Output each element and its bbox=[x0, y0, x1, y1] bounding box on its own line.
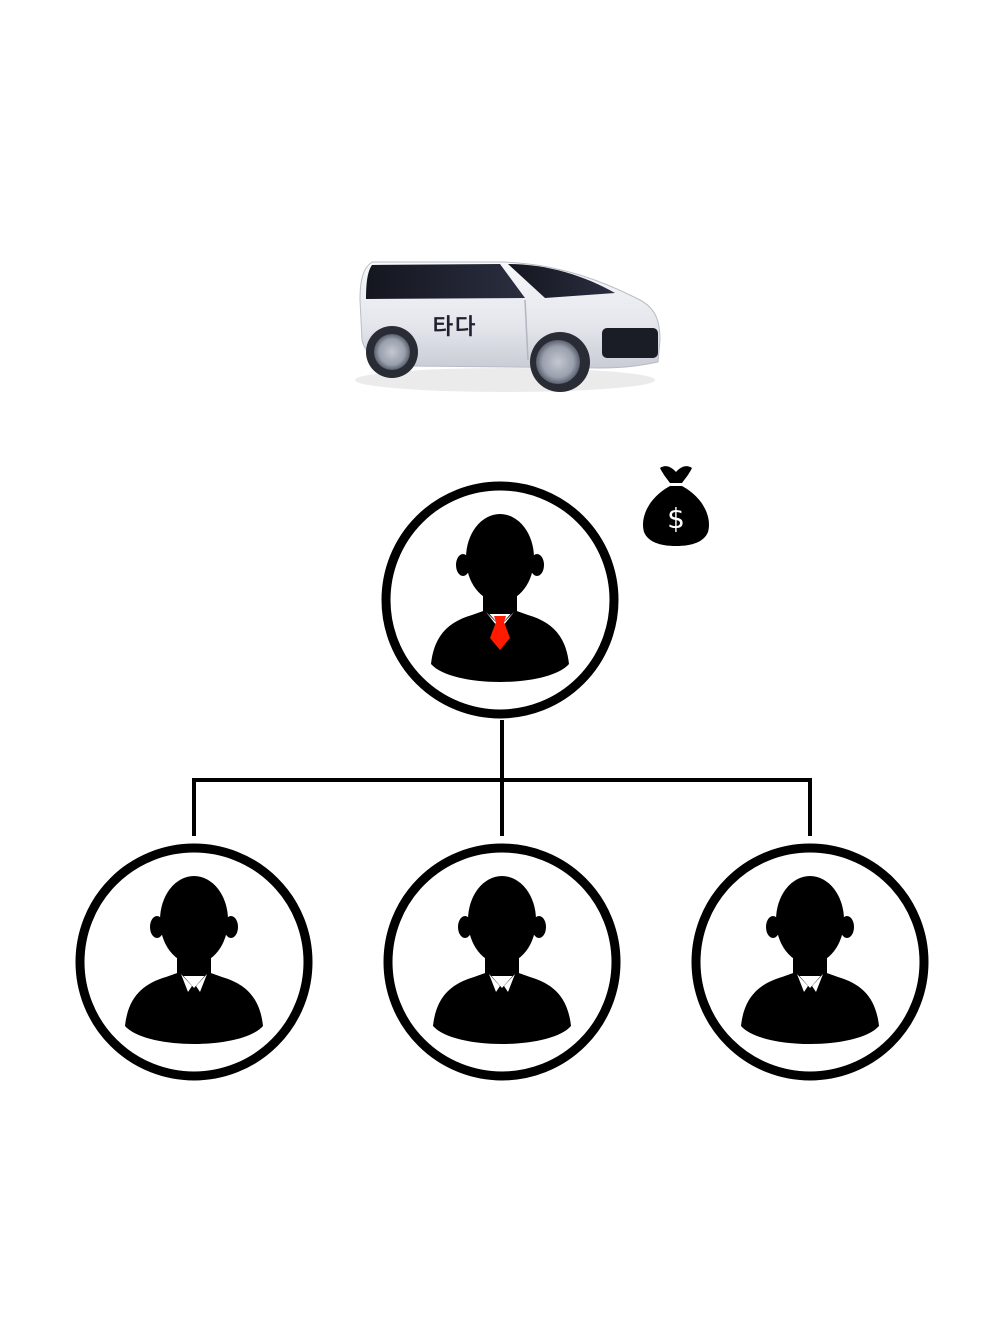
org-connectors bbox=[192, 720, 812, 836]
van-front-wheel bbox=[536, 340, 580, 384]
manager-tie-icon bbox=[490, 616, 510, 650]
van-windshield bbox=[508, 264, 615, 298]
member-avatar-center bbox=[383, 843, 621, 1081]
manager-avatar bbox=[381, 481, 619, 719]
van-grille bbox=[602, 328, 658, 358]
money-bag-icon: $ bbox=[643, 466, 709, 546]
member-avatar-left bbox=[75, 843, 313, 1081]
money-bag-symbol: $ bbox=[667, 502, 685, 535]
member-avatar-right bbox=[691, 843, 929, 1081]
van-side-window bbox=[366, 264, 525, 299]
van-rear-wheel bbox=[374, 334, 410, 370]
van-brand-label: 타다 bbox=[433, 315, 477, 340]
van-door-line bbox=[524, 299, 529, 361]
van-illustration: 타다 bbox=[355, 261, 661, 392]
